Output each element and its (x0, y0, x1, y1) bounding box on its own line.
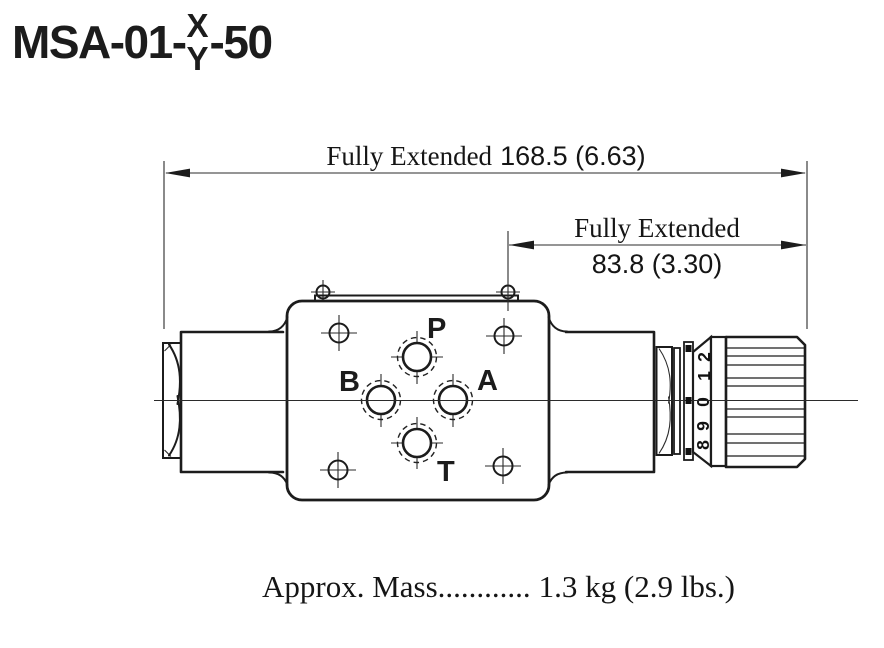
bolt-hole (328, 322, 350, 344)
model-code-prefix: MSA-01- (12, 16, 187, 68)
port-t-label: T (437, 456, 455, 488)
port-p-label: P (427, 313, 446, 345)
collar-tick (685, 345, 692, 352)
model-code: MSA-01- X Y -50 (12, 6, 273, 78)
port-t-hole (401, 427, 433, 459)
port-b-label: B (339, 366, 360, 398)
port-p-thread-circle (396, 336, 438, 378)
valve-left-cylinder (179, 330, 285, 474)
model-code-suffix: -50 (209, 16, 273, 68)
dial-number: 0 (693, 397, 713, 407)
body-fillet (268, 471, 289, 486)
bolt-hole (493, 325, 515, 347)
locknut-arc (658, 396, 671, 454)
dial-number: 9 (693, 421, 713, 431)
bolt-hole (492, 455, 514, 477)
right-cylinder-outline (564, 330, 656, 474)
dimension-overall-value: 168.5 (6.63) (500, 141, 646, 171)
dial-number: 1 (694, 371, 714, 381)
dial-number: 2 (694, 352, 714, 362)
valve-right-cylinder (564, 330, 656, 474)
mass-note: Approx. Mass............1.3 kg (2.9 lbs.… (262, 569, 735, 604)
arrowhead-left (165, 168, 190, 178)
graduated-dial: 2 1 0 9 8 (691, 334, 714, 469)
port-a-label: A (477, 365, 498, 397)
model-code-variable-y: Y (186, 40, 209, 77)
plate-bolt (315, 284, 331, 300)
mounting-bolt-holes (320, 315, 522, 488)
body-fillet (547, 316, 568, 333)
dimension-partial-label: Fully Extended (574, 213, 740, 243)
dial-number: 8 (693, 440, 713, 450)
knob-front-rim (709, 335, 728, 468)
port-t-thread-circle (396, 422, 438, 464)
mass-note-value: 1.3 kg (2.9 lbs.) (539, 569, 735, 604)
mass-note-label: Approx. Mass............ (262, 569, 531, 604)
left-cylinder-outline (179, 330, 285, 474)
dimension-partial-value: 83.8 (3.30) (592, 249, 723, 279)
body-fillet (268, 316, 289, 333)
locknut-arc (658, 348, 671, 404)
adjustment-knob (709, 335, 807, 469)
collar-tick (685, 448, 692, 455)
bolt-hole (327, 459, 349, 481)
model-code-variable-stack: X Y (187, 9, 209, 75)
end-cap-arc (168, 343, 181, 405)
arrowhead-right (781, 240, 806, 250)
arrowhead-right (781, 168, 806, 178)
end-cap-arc (168, 395, 181, 457)
body-fillet (547, 471, 568, 486)
collar-tick (685, 397, 692, 404)
arrowhead-left (509, 240, 534, 250)
ports: P B A T (339, 313, 498, 488)
dimension-overall-text: Fully Extended 168.5 (6.63) (326, 141, 645, 171)
dimension-overall-label: Fully Extended (326, 141, 492, 171)
dimension-partial-length: Fully Extended 83.8 (3.30) (507, 213, 806, 311)
knob-knurl-ribs (726, 347, 805, 457)
port-p-hole (401, 341, 433, 373)
model-code-variable-x: X (186, 7, 209, 44)
collar-index-marks (685, 345, 692, 455)
dimension-overall-length: Fully Extended 168.5 (6.63) (163, 141, 808, 329)
